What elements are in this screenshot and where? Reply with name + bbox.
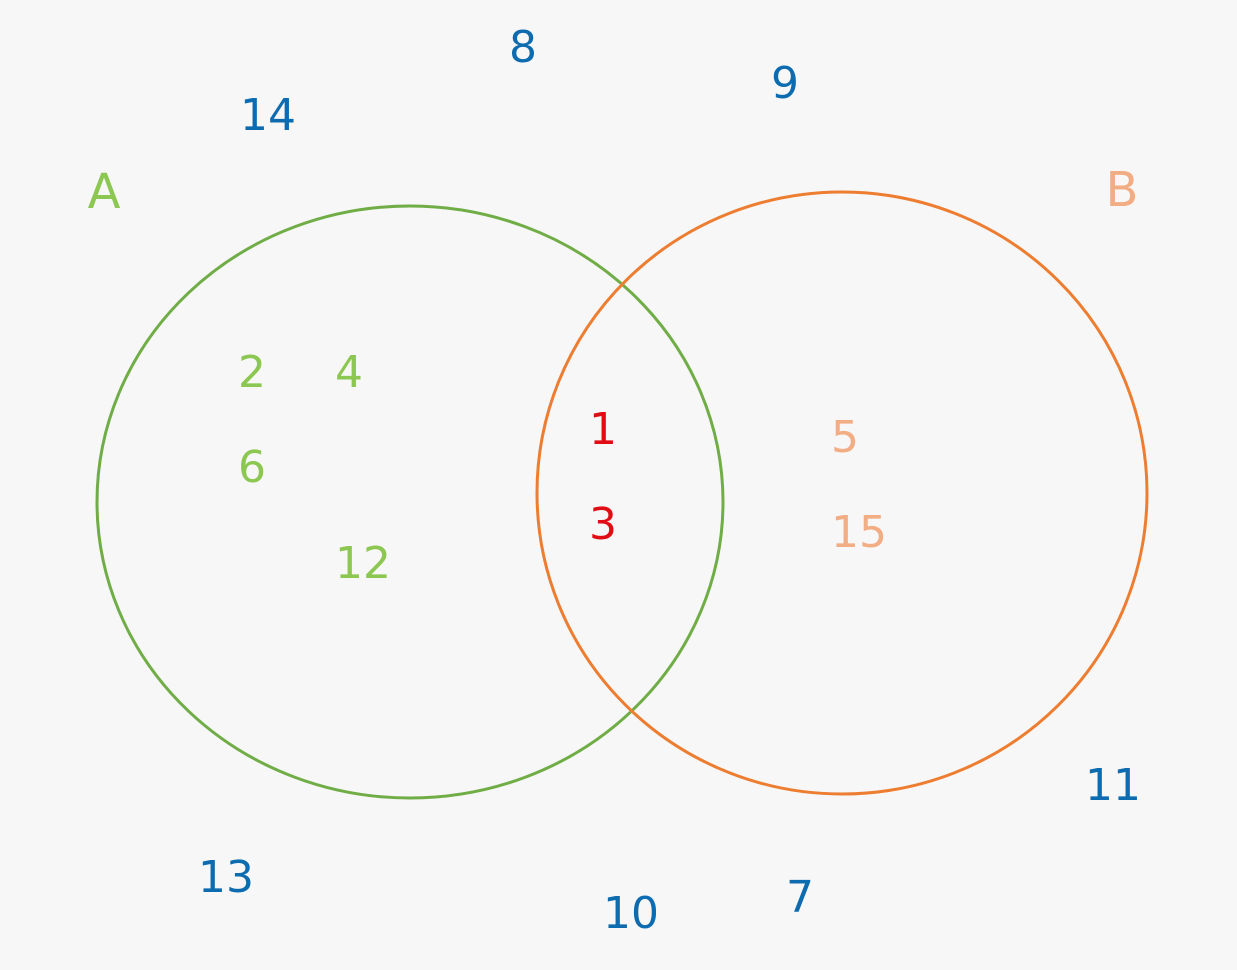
intersection-element: 3 <box>589 499 617 550</box>
set-a-element: 2 <box>238 347 266 398</box>
intersection-element: 1 <box>589 404 617 455</box>
set-b-label: B <box>1105 162 1139 218</box>
outside-element: 11 <box>1085 760 1141 811</box>
outside-element: 9 <box>771 58 799 109</box>
set-a-element: 6 <box>238 442 266 493</box>
set-a-circle <box>95 204 725 800</box>
outside-element: 7 <box>786 872 814 923</box>
set-a-element: 4 <box>335 347 363 398</box>
outside-element: 10 <box>603 888 659 939</box>
outside-element: 8 <box>509 22 537 73</box>
outside-element: 14 <box>240 90 296 141</box>
set-b-circle <box>535 190 1149 796</box>
set-b-element: 15 <box>831 507 887 558</box>
set-a-label: A <box>87 164 121 220</box>
set-a-element: 12 <box>335 538 391 589</box>
set-b-element: 5 <box>831 412 859 463</box>
outside-element: 13 <box>198 852 254 903</box>
